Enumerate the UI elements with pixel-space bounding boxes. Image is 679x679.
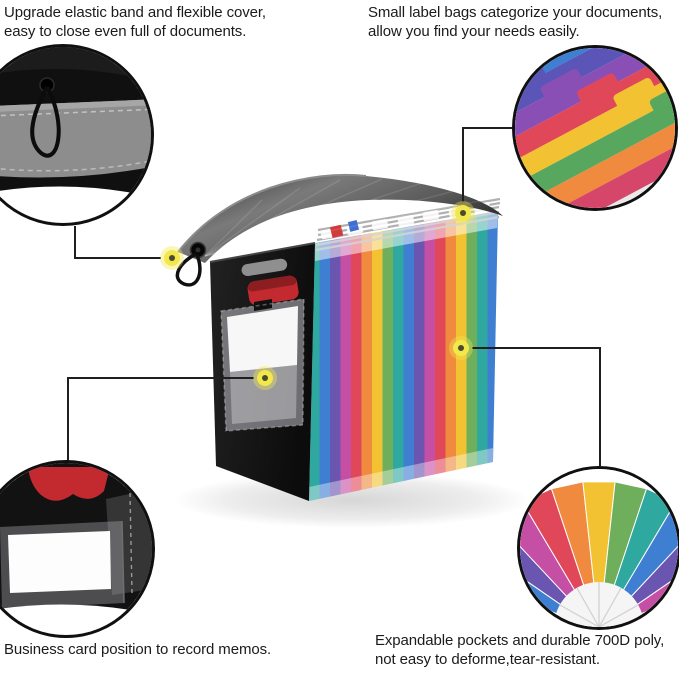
- paper-edges: [329, 219, 360, 239]
- feature-markers: [160, 201, 475, 390]
- front-panel-top-edge: [209, 242, 316, 263]
- business-card: [227, 306, 298, 372]
- accordion-body: [309, 197, 501, 501]
- cover-lid: [178, 174, 503, 263]
- caption-business-card: Business card position to record memos.: [4, 640, 271, 659]
- connectors: [67, 127, 601, 466]
- elastic-button: [175, 241, 207, 287]
- caption-label-bags: Small label bags categorize your documen…: [368, 3, 662, 41]
- business-card-window: [220, 298, 305, 432]
- accordion-rainbow-face: [309, 211, 498, 501]
- pocket-bottoms: [309, 448, 493, 501]
- marker-pockets: [449, 336, 473, 360]
- business-card-detail: [8, 531, 111, 593]
- callout-elastic-band-detail: [0, 44, 154, 226]
- label-bags-detail-image: [515, 48, 675, 208]
- tabs-strip: [315, 211, 498, 261]
- connector-pockets: [472, 347, 601, 466]
- connector-elastic-band: [74, 226, 161, 259]
- marker-label-bags: [451, 201, 475, 225]
- lid-edge-highlight: [177, 173, 367, 253]
- caption-line: not easy to deforme,tear-resistant.: [375, 651, 600, 668]
- callout-label-bags-detail: [512, 45, 678, 211]
- callout-expandable-pockets-detail: [517, 466, 679, 630]
- marker-elastic-band: [160, 246, 184, 270]
- elastic-button-detail: [39, 77, 55, 93]
- caption-elastic-band: Upgrade elastic band and flexible cover,…: [4, 3, 266, 41]
- caption-expandable-pockets: Expandable pockets and durable 700D poly…: [375, 631, 664, 669]
- expandable-pockets-detail-image: [520, 469, 678, 627]
- caption-line: allow you find your needs easily.: [368, 23, 580, 40]
- marker-business-card: [253, 366, 277, 390]
- window-notch: [254, 299, 272, 311]
- elastic-cord: [175, 252, 202, 287]
- carry-handle: [241, 258, 299, 306]
- page-edges: [559, 582, 639, 627]
- caption-line: Business card position to record memos.: [4, 641, 272, 658]
- flexible-cover: [175, 173, 503, 287]
- lid-streaks: [204, 178, 485, 257]
- elastic-band-detail-image: [0, 47, 151, 223]
- connector-label-bags: [462, 127, 513, 202]
- elastic-cord-detail: [30, 86, 61, 158]
- product-shadow: [174, 472, 530, 528]
- caption-line: Small label bags categorize your documen…: [368, 4, 663, 21]
- cover-flap: [0, 99, 151, 178]
- connector-business-card: [67, 377, 254, 461]
- caption-line: easy to close even full of documents.: [4, 23, 247, 40]
- business-card-detail-image: [0, 463, 152, 635]
- handle-red-detail: [28, 467, 110, 501]
- caption-line: Expandable pockets and durable 700D poly…: [375, 632, 665, 649]
- caption-line: Upgrade elastic band and flexible cover,: [4, 4, 267, 21]
